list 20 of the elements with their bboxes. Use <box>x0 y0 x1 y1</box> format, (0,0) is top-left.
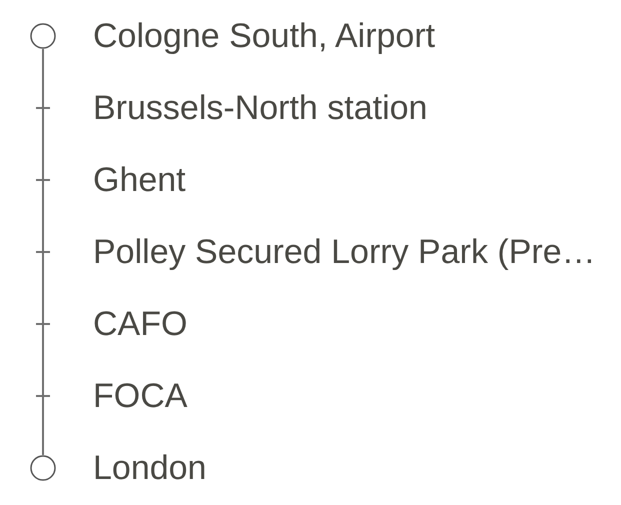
stop-name: Polley Secured Lorry Park (Pre… <box>93 232 596 272</box>
route-line <box>42 325 44 395</box>
stop-tick-marker <box>36 251 50 253</box>
stop-name: FOCA <box>93 376 188 416</box>
stop-tick-marker <box>36 323 50 325</box>
route-line <box>42 49 44 107</box>
stop-name: London <box>93 448 206 488</box>
stop-circle-marker <box>30 23 56 49</box>
route-line <box>42 253 44 323</box>
stop-circle-marker <box>30 455 56 481</box>
stop-name: Brussels-North station <box>93 88 428 128</box>
stop-name: Ghent <box>93 160 186 200</box>
route-line <box>42 181 44 251</box>
stop-tick-marker <box>36 395 50 397</box>
stop-tick-marker <box>36 179 50 181</box>
stop-tick-marker <box>36 107 50 109</box>
route-line <box>42 397 44 455</box>
stop-name: CAFO <box>93 304 188 344</box>
route-line <box>42 109 44 179</box>
stop-name: Cologne South, Airport <box>93 16 436 56</box>
